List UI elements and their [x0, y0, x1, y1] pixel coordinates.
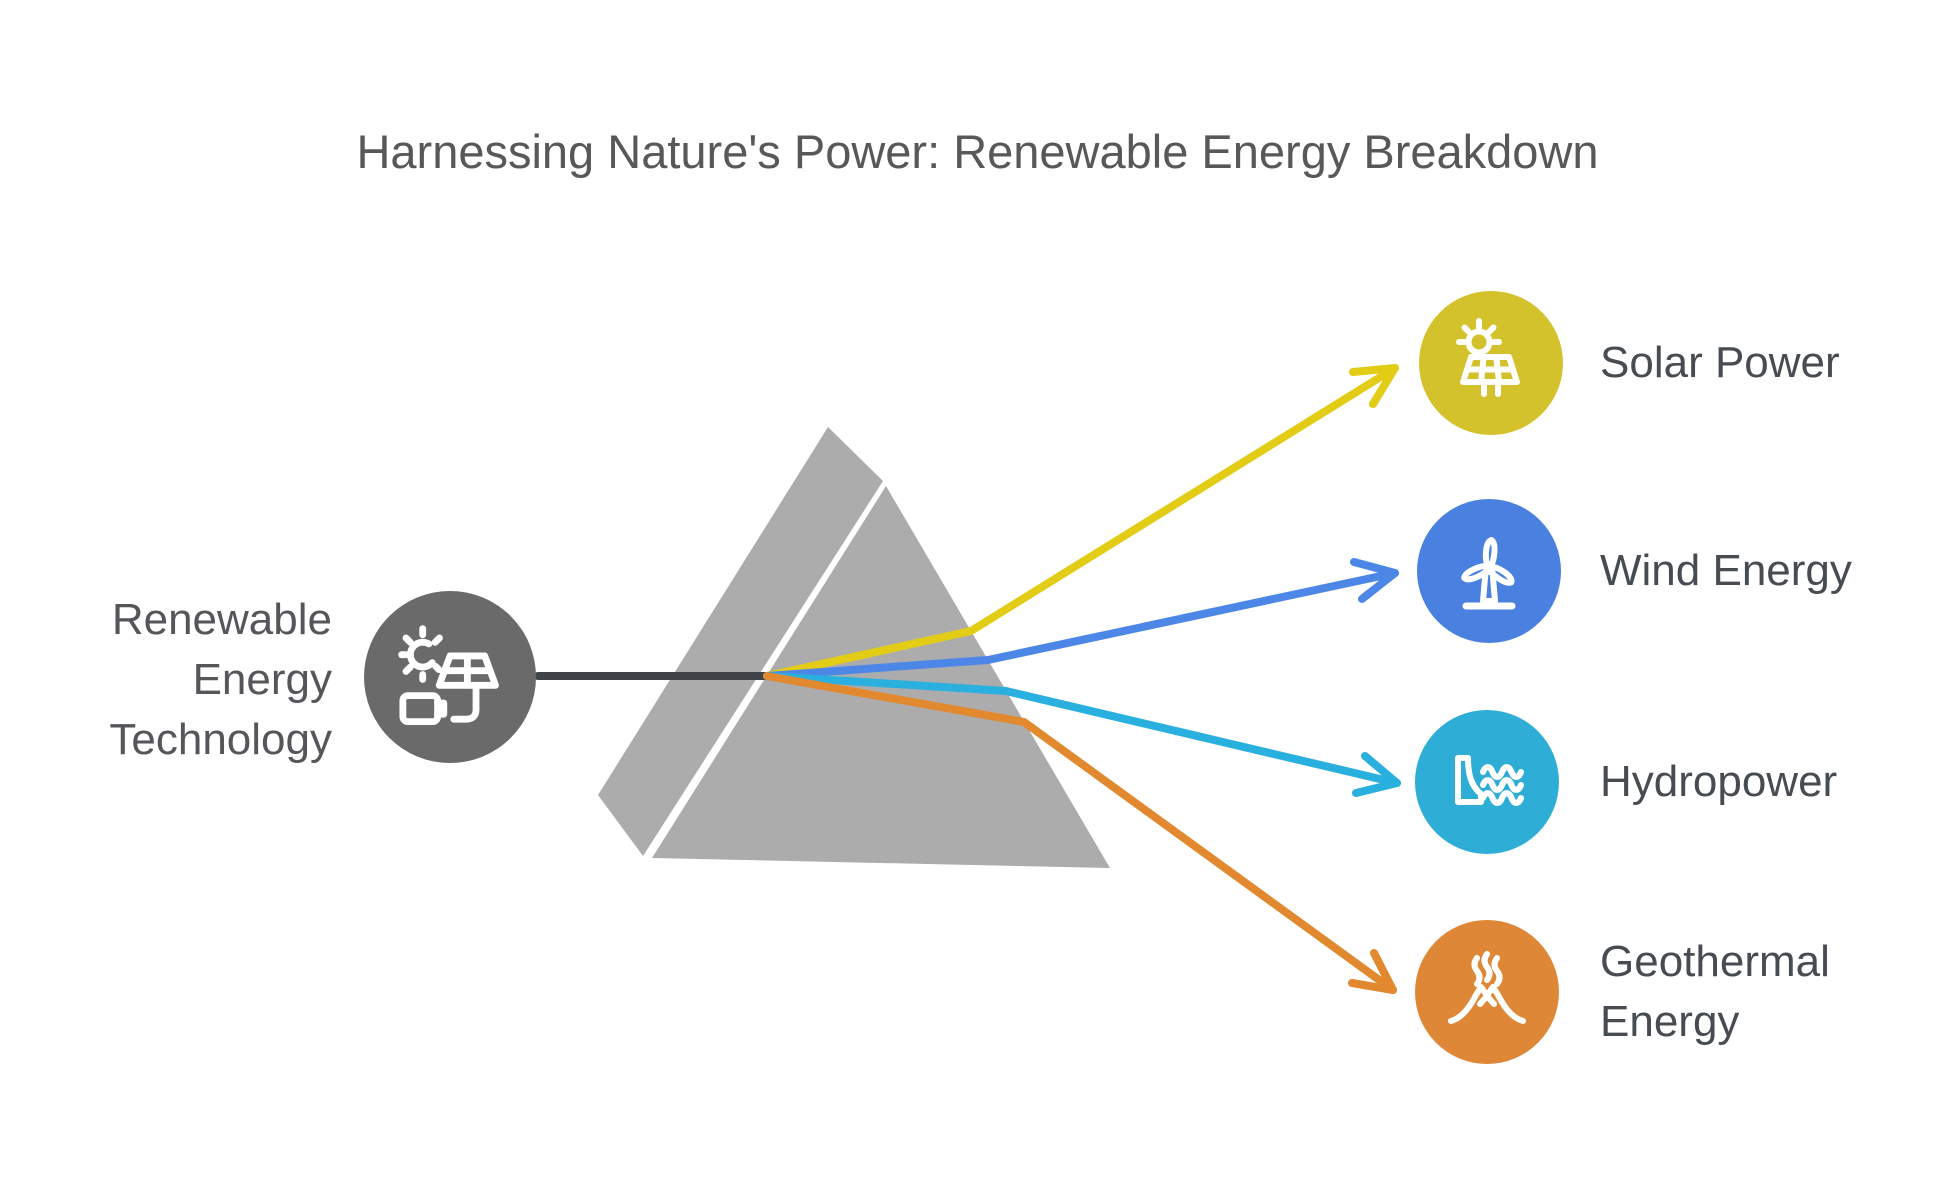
sun-solar-panel-icon [1456, 318, 1520, 397]
hydro-node [1415, 710, 1559, 854]
solar-node [1419, 291, 1563, 435]
hydro-ray-arrow [763, 672, 1401, 797]
item-label-wind: Wind Energy [1600, 546, 1852, 595]
source-label-line: Energy [192, 655, 332, 704]
item-label-hydro: Hydropower [1600, 757, 1838, 806]
geothermal-ray-arrow [763, 672, 1397, 994]
prism-body [652, 486, 1110, 868]
dam-water-icon [1455, 755, 1524, 806]
source-label-line: Renewable [111, 595, 332, 644]
wind-ray-arrow [763, 558, 1399, 680]
diagram-title: Harnessing Nature's Power: Renewable Ene… [356, 125, 1599, 178]
wind-turbine-icon [1461, 537, 1516, 610]
geothermal-node [1415, 920, 1559, 1064]
source-label-line: Technology [109, 715, 332, 764]
renewable-technology-icon [398, 625, 499, 726]
prism-left-facet [598, 427, 883, 856]
wind-node [1417, 499, 1561, 643]
source-label: Renewable Energy Technology [0, 590, 332, 770]
item-label-solar: Solar Power [1600, 338, 1840, 387]
source-node [364, 591, 536, 763]
volcano-steam-icon [1448, 951, 1526, 1024]
solar-ray-arrow [763, 364, 1399, 680]
item-label-geothermal: Geothermal Energy [1600, 937, 1830, 1046]
